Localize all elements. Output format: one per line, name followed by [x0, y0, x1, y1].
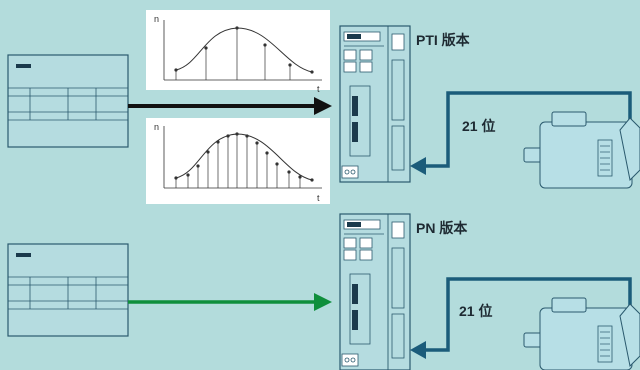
servo-drive-bottom	[339, 213, 411, 370]
version-label-pti: PTI 版本	[416, 32, 471, 48]
encoder-feedback-line-top	[410, 91, 632, 175]
pulse-signal-arrow	[128, 97, 332, 115]
plot-y-label: n	[154, 14, 159, 24]
profinet-signal-arrow	[128, 293, 332, 311]
plot-y-label: n	[154, 122, 159, 132]
encoder-feedback-line-bottom	[410, 277, 632, 359]
servo-motor-bottom	[523, 297, 640, 370]
version-label-pn: PN 版本	[416, 220, 468, 236]
plot-x-label: t	[317, 193, 320, 203]
motion-profile-plot-pn: n t	[146, 118, 330, 204]
motion-profile-plot-pulse: n t	[146, 10, 330, 94]
servo-drive-top	[339, 25, 411, 183]
bits-label-bottom: 21 位	[459, 303, 492, 319]
bits-label-top: 21 位	[462, 118, 495, 134]
plot-x-label: t	[317, 84, 320, 94]
servo-motor-top	[523, 111, 640, 189]
plc-controller-top	[7, 54, 129, 148]
plc-controller-bottom	[7, 243, 129, 337]
